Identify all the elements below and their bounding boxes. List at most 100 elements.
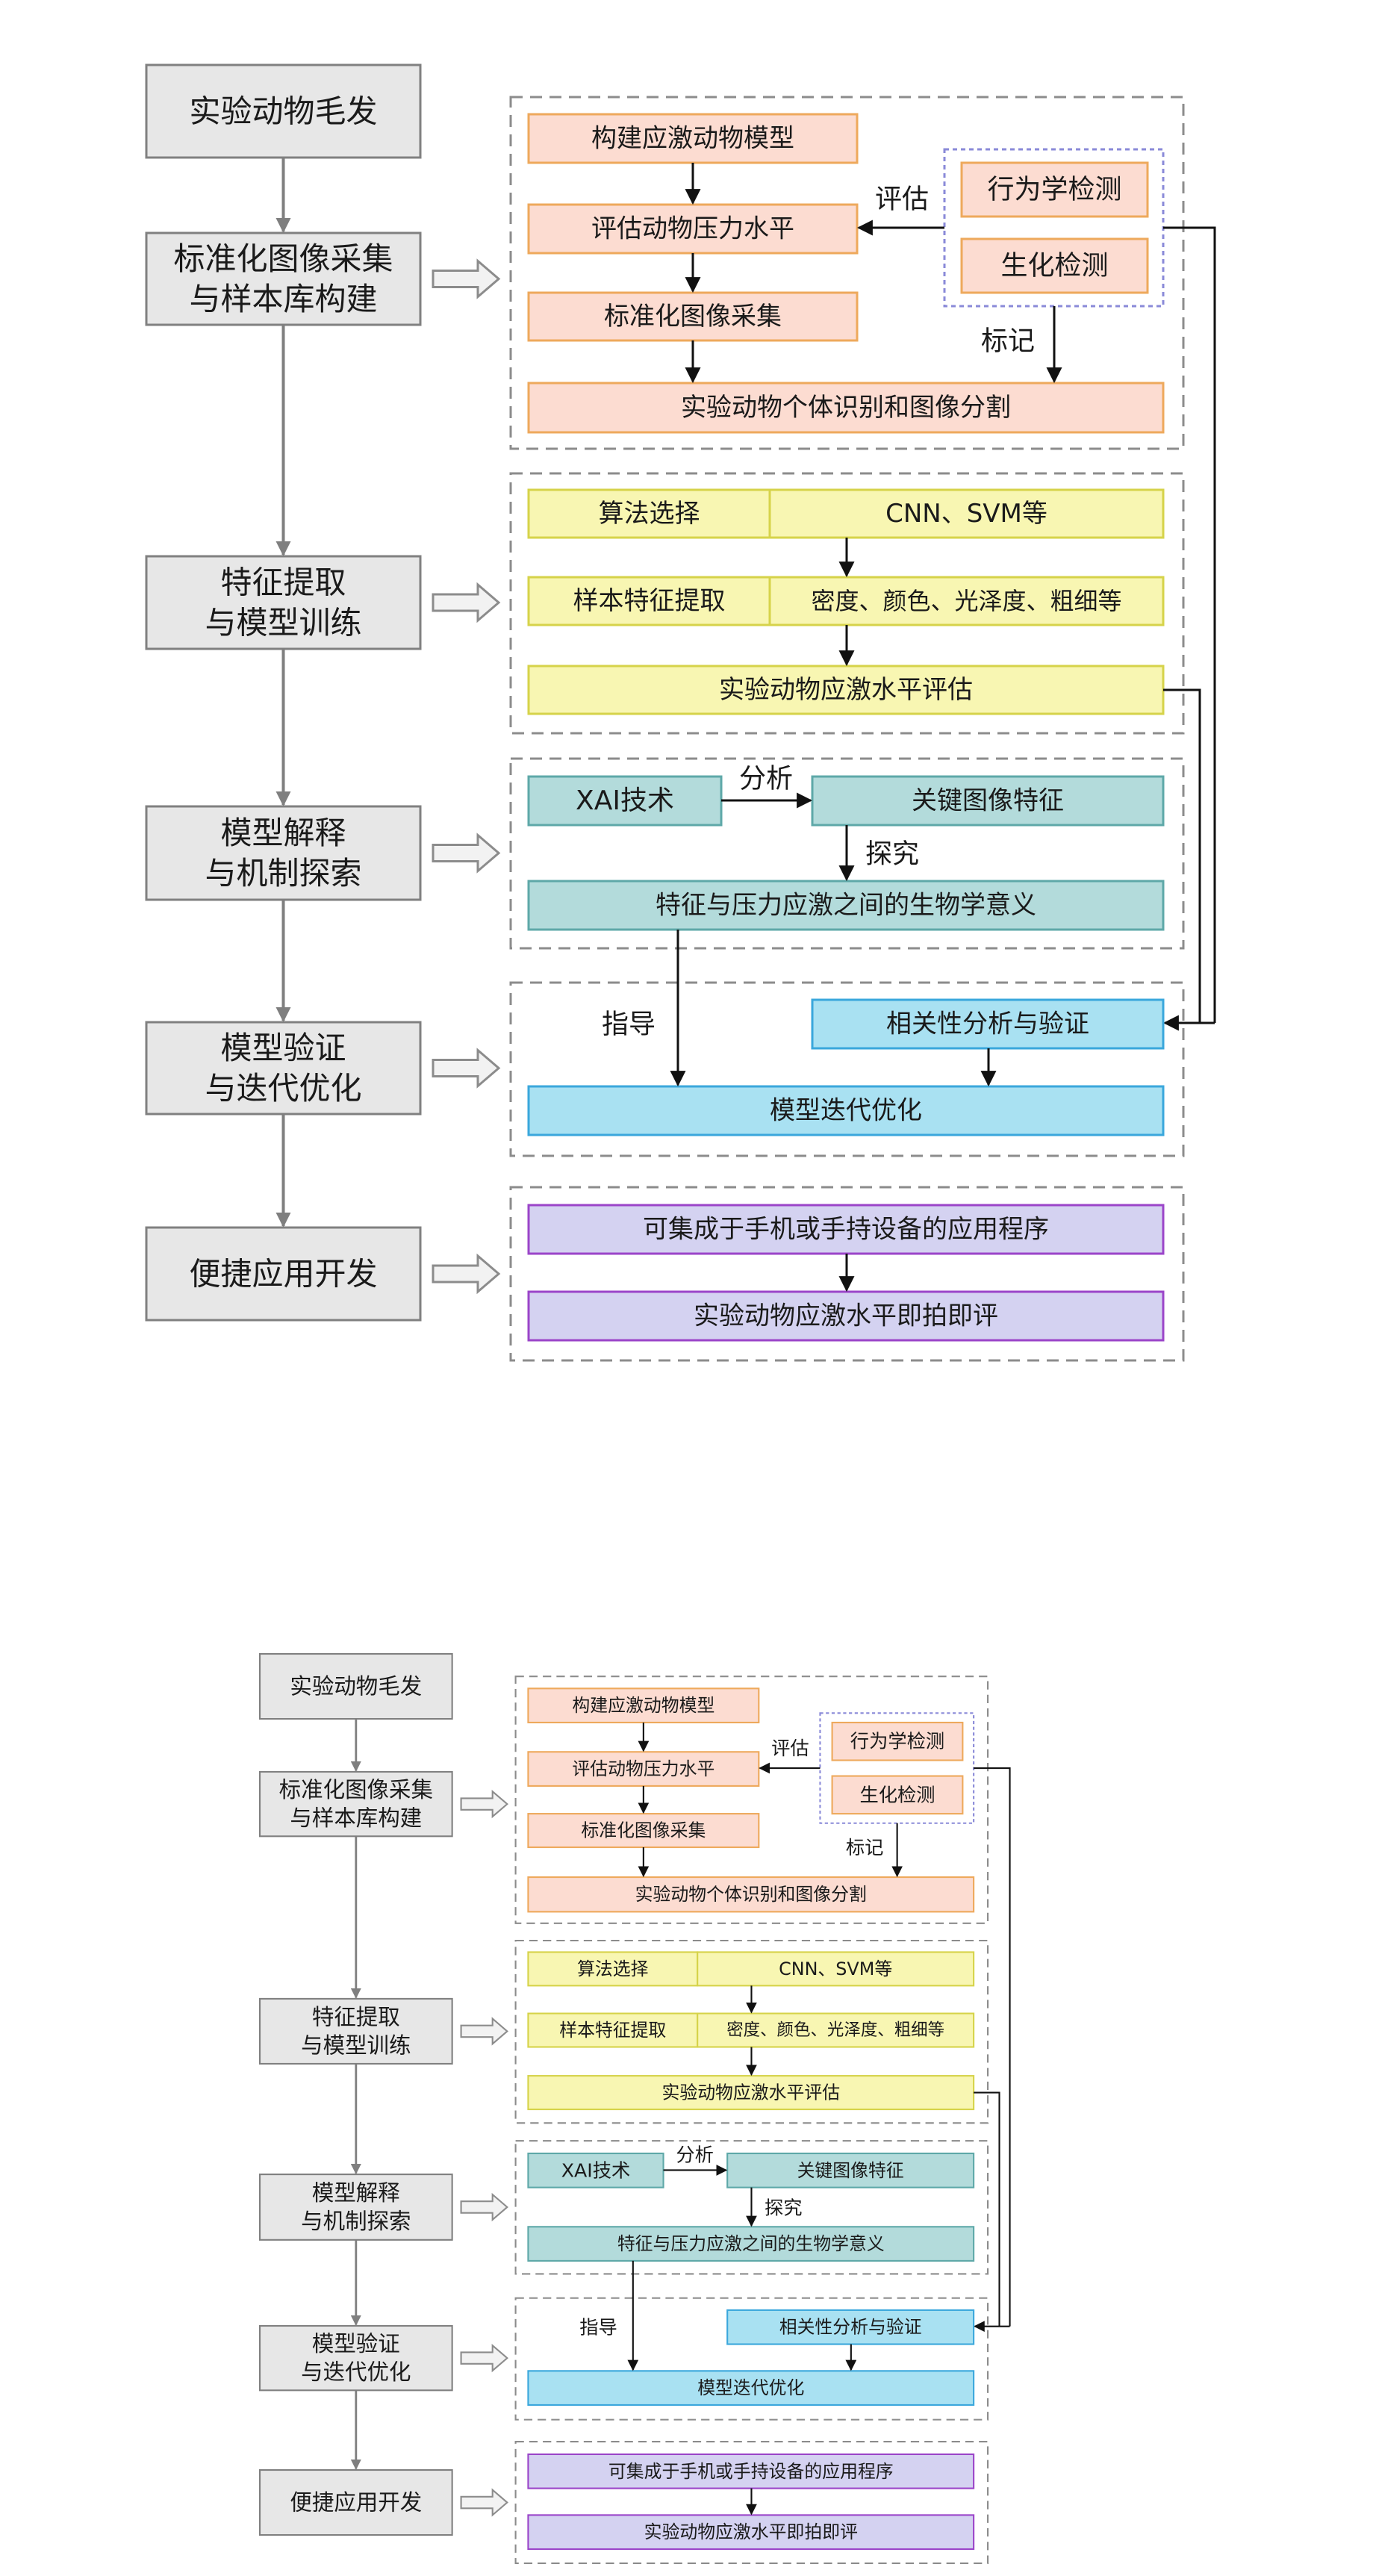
- step-label: 模型验证: [220, 1030, 346, 1066]
- hollow-arrow-icon: [432, 1253, 501, 1295]
- assess-pressure-box-label: 评估动物压力水平: [572, 1758, 714, 1779]
- build-model-box: 构建应激动物模型: [527, 113, 859, 164]
- connector-detection-right: [1163, 226, 1216, 1023]
- feature-extract-box: 样本特征提取: [527, 2012, 699, 2048]
- app-box-label: 可集成于手机或手持设备的应用程序: [643, 1215, 1049, 1245]
- step-box-shape: [258, 2324, 453, 2392]
- stress-eval-box: 实验动物应激水平评估: [527, 665, 1165, 715]
- instant-eval-box: 实验动物应激水平即拍即评: [527, 1290, 1165, 1342]
- behavior-test-box: 行为学检测: [960, 161, 1149, 218]
- stage1-group: [514, 1676, 989, 1924]
- build-model-box: 构建应激动物模型: [527, 1687, 760, 1724]
- label-guide: 指导: [579, 2317, 617, 2339]
- build-model-box-shape: [527, 1687, 760, 1724]
- correlation-box: 相关性分析与验证: [726, 2309, 975, 2345]
- stress-eval-box-label: 实验动物应激水平评估: [719, 675, 973, 705]
- segmentation-box-label: 实验动物个体识别和图像分割: [681, 393, 1011, 423]
- stress-eval-box: 实验动物应激水平评估: [527, 2075, 975, 2111]
- algorithm-box-label: 算法选择: [577, 1959, 649, 1979]
- step-label: 与模型训练: [205, 605, 361, 641]
- label-analyze: 分析: [676, 2144, 714, 2166]
- feature-value-box-shape: [768, 576, 1165, 626]
- xai-box-shape: [527, 2152, 664, 2188]
- stage2-group: [509, 472, 1185, 735]
- image-capture-box-label: 标准化图像采集: [604, 302, 782, 332]
- biochem-test-box-label: 生化检测: [1000, 251, 1108, 281]
- step-label: 标准化图像采集: [279, 1777, 433, 1802]
- iteration-box-label: 模型迭代优化: [697, 2377, 804, 2398]
- connector-eval-right: [974, 2091, 1000, 2327]
- algorithm-box-shape: [527, 488, 771, 539]
- instant-eval-box-label: 实验动物应激水平即拍即评: [644, 2521, 858, 2542]
- stress-eval-box-label: 实验动物应激水平评估: [661, 2082, 840, 2103]
- step-box-1: 实验动物毛发: [258, 1652, 453, 1720]
- hollow-arrow-icon: [460, 2488, 508, 2517]
- biochem-test-box-shape: [960, 237, 1149, 294]
- xai-box-label: XAI技术: [576, 785, 674, 816]
- biochem-test-box-shape: [831, 1775, 964, 1815]
- iteration-box-shape: [527, 2370, 975, 2407]
- assess-pressure-box-label: 评估动物压力水平: [591, 214, 794, 244]
- flowchart-small: 实验动物毛发标准化图像采集与样本库构建特征提取与模型训练模型解释与机制探索模型验…: [258, 1652, 1011, 2565]
- xai-box: XAI技术: [527, 2152, 664, 2188]
- stage1-group: [509, 96, 1185, 450]
- step-box-shape: [145, 1021, 422, 1116]
- feature-extract-box-label: 样本特征提取: [573, 586, 726, 616]
- step-box-shape: [145, 63, 422, 159]
- build-model-box-label: 构建应激动物模型: [572, 1695, 714, 1716]
- behavior-test-box-shape: [831, 1721, 964, 1761]
- instant-eval-box: 实验动物应激水平即拍即评: [527, 2514, 975, 2551]
- hollow-arrow-icon: [432, 258, 501, 299]
- correlation-box-shape: [811, 998, 1165, 1050]
- biochem-test-box: 生化检测: [960, 237, 1149, 294]
- behavior-test-box-label: 行为学检测: [987, 175, 1121, 205]
- step-box-shape: [258, 2174, 453, 2241]
- label-explore: 探究: [865, 839, 919, 870]
- step-label: 模型解释: [220, 815, 346, 851]
- algorithm-box: 算法选择: [527, 488, 771, 539]
- build-model-box-shape: [527, 113, 859, 164]
- bio-meaning-box-shape: [527, 2226, 975, 2262]
- stress-eval-box-shape: [527, 2075, 975, 2111]
- step-box-shape: [145, 1226, 422, 1322]
- step-box-6: 便捷应用开发: [145, 1226, 422, 1322]
- step-label: 模型解释: [312, 2180, 400, 2206]
- bio-meaning-box-label: 特征与压力应激之间的生物学意义: [656, 891, 1036, 921]
- key-features-box-label: 关键图像特征: [912, 786, 1064, 816]
- xai-box: XAI技术: [527, 775, 723, 827]
- app-box-shape: [527, 1204, 1165, 1255]
- iteration-box-shape: [527, 1085, 1165, 1136]
- step-label: 便捷应用开发: [290, 2490, 422, 2516]
- label-mark: 标记: [846, 1837, 884, 1858]
- biochem-test-box: 生化检测: [831, 1775, 964, 1815]
- feature-value-box-label: 密度、颜色、光泽度、粗细等: [726, 2020, 944, 2040]
- step-label: 模型验证: [312, 2331, 400, 2356]
- step-label: 与样本库构建: [189, 281, 377, 317]
- feature-extract-box-shape: [527, 576, 771, 626]
- correlation-box-label: 相关性分析与验证: [779, 2317, 922, 2338]
- stage3-group: [509, 757, 1185, 950]
- bio-meaning-box-label: 特征与压力应激之间的生物学意义: [617, 2233, 885, 2254]
- algorithm-box-shape: [527, 1951, 699, 1987]
- step-box-shape: [258, 2468, 453, 2536]
- step-label: 与机制探索: [205, 855, 361, 892]
- behavior-test-box: 行为学检测: [831, 1721, 964, 1761]
- algorithm-value-box: CNN、SVM等: [697, 1951, 975, 1987]
- stage2-group: [514, 1939, 989, 2124]
- connector-eval-right: [1163, 688, 1201, 1023]
- behavior-test-box-label: 行为学检测: [850, 1731, 944, 1752]
- key-features-box-label: 关键图像特征: [797, 2160, 904, 2181]
- algorithm-value-box-label: CNN、SVM等: [779, 1959, 892, 1979]
- step-box-6: 便捷应用开发: [258, 2468, 453, 2536]
- step-box-1: 实验动物毛发: [145, 63, 422, 159]
- hollow-arrow-icon: [460, 2192, 508, 2222]
- behavior-test-box-shape: [960, 161, 1149, 218]
- step-label: 便捷应用开发: [189, 1256, 377, 1292]
- step-label: 与样本库构建: [290, 1805, 422, 1831]
- segmentation-box: 实验动物个体识别和图像分割: [527, 382, 1165, 434]
- correlation-box: 相关性分析与验证: [811, 998, 1165, 1050]
